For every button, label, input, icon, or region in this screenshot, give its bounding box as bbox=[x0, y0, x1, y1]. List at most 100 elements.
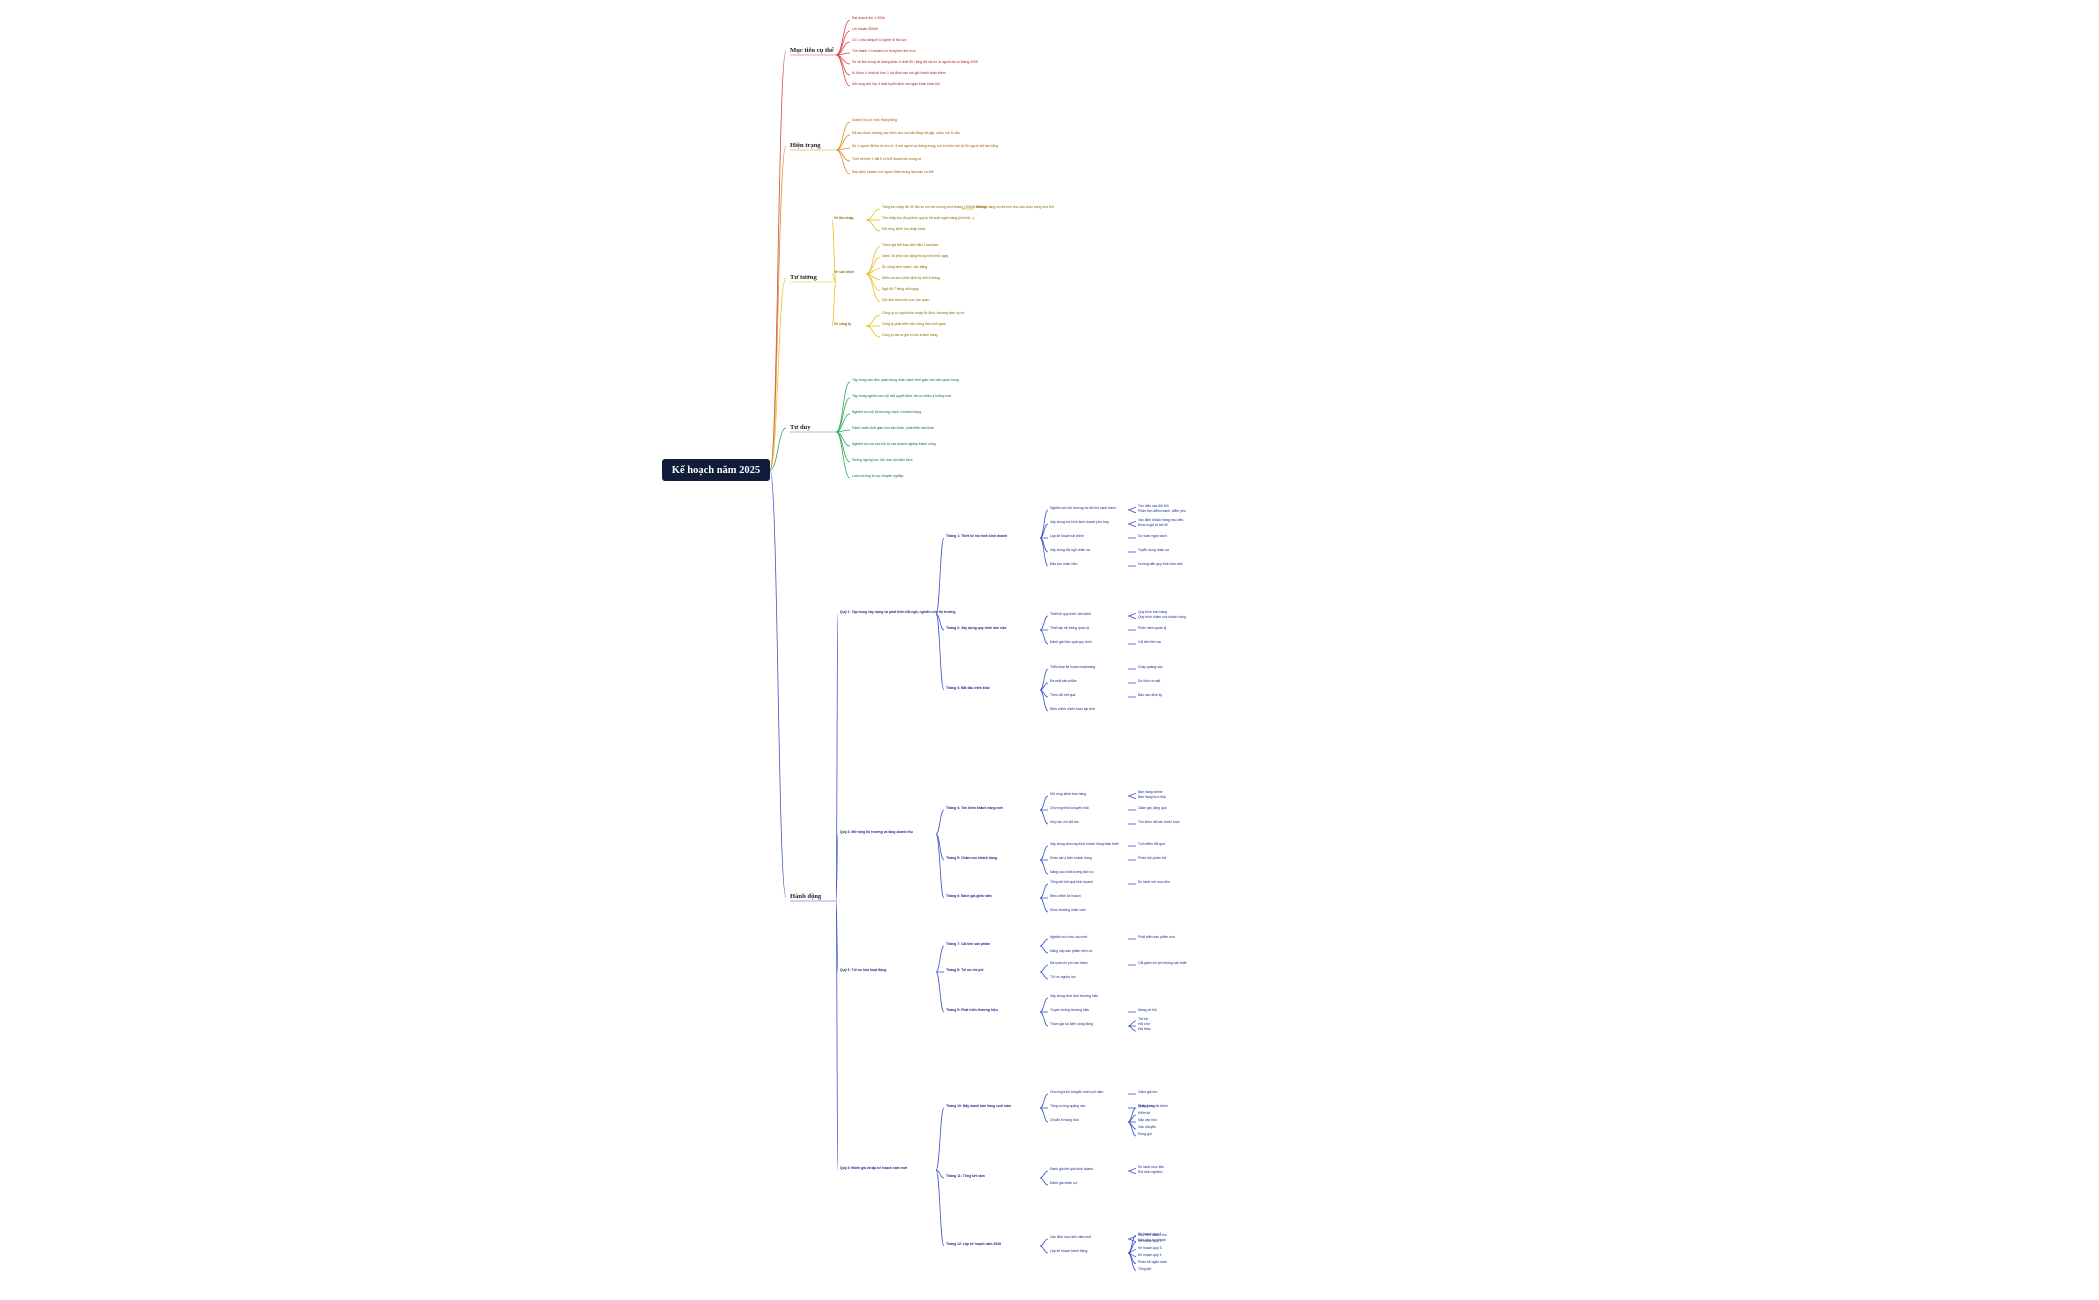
item-node[interactable]: Thiết lập hệ thống quản lý bbox=[1050, 626, 1090, 630]
sub-node[interactable]: Dự toán ngân sách bbox=[1138, 534, 1167, 538]
item-node[interactable]: Triển khai kế hoạch marketing bbox=[1050, 665, 1096, 669]
sub-node[interactable]: Quy trình chăm sóc khách hàng bbox=[1138, 614, 1186, 619]
quarter-node[interactable]: Quý 1: Tập trung xây dựng và phát triển … bbox=[840, 610, 956, 614]
item-node[interactable]: Đánh giá hiệu quả quy trình bbox=[1050, 640, 1092, 644]
sub-node[interactable]: Hội thảo bbox=[1138, 1027, 1151, 1031]
sub-node[interactable]: Phân tích phản hồi bbox=[1138, 856, 1167, 860]
month-node[interactable]: Tháng 5: Chăm sóc khách hàng bbox=[946, 856, 998, 860]
leaf-node[interactable]: Luôn hướng tới sự chuyên nghiệp bbox=[852, 474, 904, 478]
item-node[interactable]: Mở rộng kênh bán hàng bbox=[1050, 792, 1087, 796]
sub-node[interactable]: Cắt giảm chi phí không cần thiết bbox=[1138, 961, 1187, 965]
sub-node[interactable]: Mạng xã hội bbox=[1138, 1008, 1157, 1012]
sub-node[interactable]: Kế hoạch quý 2 bbox=[1138, 1238, 1162, 1243]
group-node[interactable]: Về thu nhập bbox=[834, 216, 854, 220]
leaf-node[interactable]: Mở rộng chỗ lớp ít nhất tuyển định mà ng… bbox=[852, 82, 940, 86]
sub-node[interactable]: Giảm giá lớn bbox=[1138, 1090, 1158, 1094]
item-node[interactable]: Đánh giá kết quả kinh doanh bbox=[1050, 1167, 1094, 1171]
leaf-node[interactable]: Đạt doanh thu 1.000tr bbox=[852, 16, 885, 20]
leaf-node[interactable]: Công ty có nguồn thu nhập ổn định, thươn… bbox=[882, 311, 965, 315]
sub-node[interactable]: Bán hàng trực tiếp bbox=[1138, 794, 1166, 799]
branch-hientrang[interactable]: Hiện trạng bbox=[790, 142, 821, 149]
item-node[interactable]: Truyền thông thương hiệu bbox=[1050, 1008, 1090, 1012]
item-node[interactable]: Lập kế hoạch hành động bbox=[1050, 1249, 1088, 1253]
item-node[interactable]: Xây dựng hình ảnh thương hiệu bbox=[1050, 994, 1099, 998]
leaf-node[interactable]: Kiểm tra sức khỏe định kỳ mỗi 6 tháng bbox=[882, 275, 940, 280]
quarter-node[interactable]: Quý 4: Đánh giá và lập kế hoạch năm mới bbox=[840, 1166, 908, 1170]
sub-node[interactable]: Kế hoạch quý 3 bbox=[1138, 1245, 1162, 1250]
sub-node[interactable]: Chạy quảng cáo bbox=[1138, 665, 1163, 669]
item-node[interactable]: Xây dựng đội ngũ nhân sự bbox=[1050, 548, 1091, 552]
item-node[interactable]: Hợp tác với đối tác bbox=[1050, 820, 1079, 824]
branch-tuduy[interactable]: Tư duy bbox=[790, 424, 811, 431]
sub-node[interactable]: Báo cáo định kỳ bbox=[1138, 693, 1163, 697]
sub-node[interactable]: Đưa ra giá trị cốt lõi bbox=[1138, 522, 1168, 527]
item-node[interactable]: Chương trình khuyến mãi bbox=[1050, 806, 1089, 810]
sub-node[interactable]: Tìm kiếm đối tác chiến lược bbox=[1138, 820, 1180, 824]
item-node[interactable]: Ra mắt sản phẩm bbox=[1050, 679, 1077, 683]
sub-node[interactable]: Hướng dẫn quy trình làm việc bbox=[1138, 562, 1183, 566]
item-node[interactable]: Nghiên cứu thị trường và đối thủ cạnh tr… bbox=[1050, 506, 1116, 510]
sub-node[interactable]: Mục tiêu lợi nhuận bbox=[1138, 1237, 1166, 1242]
item-node[interactable]: Điều chỉnh kế hoạch bbox=[1050, 894, 1081, 898]
month-node[interactable]: Tháng 3: Bắt đầu triển khai bbox=[946, 686, 990, 690]
item-node[interactable]: Theo dõi kết quả bbox=[1050, 693, 1076, 697]
sub-node[interactable]: Tổng kết bbox=[1138, 1266, 1152, 1271]
leaf-node[interactable]: Mở rộng kênh thu nhập khác bbox=[882, 227, 926, 231]
item-node[interactable]: Tổng kết kết quả kinh doanh bbox=[1050, 880, 1093, 884]
month-node[interactable]: Tháng 1: Thiết kế mô hình kinh doanh bbox=[946, 534, 1008, 538]
sub-node[interactable]: Quảng cáo đa kênh bbox=[1138, 1104, 1168, 1108]
group-node[interactable]: Về công ty bbox=[834, 322, 852, 326]
leaf-node[interactable]: Nghiên cứu và học hỏi từ các doanh nghiệ… bbox=[852, 442, 936, 446]
sub-node[interactable]: Phần mềm quản lý bbox=[1138, 626, 1167, 630]
item-node[interactable]: Đánh giá nhân sự bbox=[1050, 1181, 1077, 1185]
leaf-node[interactable]: Lợi nhuận 300tr/t bbox=[852, 27, 878, 31]
leaf-node[interactable]: Tìm thành 1 Leaders có trọng thứ thứ trự… bbox=[852, 49, 916, 53]
leaf-node[interactable]: Số 1 người đã thu tin lớn 3 / 4 mà người… bbox=[852, 144, 999, 148]
leaf-node[interactable]: Tham gia thể thao đều đặn 1 lần/tuần bbox=[882, 242, 939, 247]
leaf-node[interactable]: Đã tạo được hướng các thêm cho và mặt bằ… bbox=[852, 131, 961, 135]
item-node[interactable]: Tăng cường quảng cáo bbox=[1050, 1104, 1086, 1108]
sub-node[interactable]: Kế hoạch quý 1 bbox=[1138, 1231, 1162, 1236]
sub-node[interactable]: Tìm hiểu các đối thủ bbox=[1138, 503, 1169, 508]
sub-node[interactable]: So sánh mục tiêu bbox=[1138, 1164, 1165, 1169]
leaf-node[interactable]: Dành nhiều thời gian cho bản thân, phát … bbox=[852, 426, 935, 430]
month-node[interactable]: Tháng 2: Xây dựng quy trình làm việc bbox=[946, 626, 1007, 630]
root-node[interactable]: Kế hoạch năm 2025 bbox=[662, 459, 770, 481]
month-node[interactable]: Tháng 9: Phát triển thương hiệu bbox=[946, 1008, 998, 1012]
note-node[interactable]: Đủ khả năng chi trả mọi nhu cầu cuộc sốn… bbox=[976, 205, 1054, 209]
leaf-node[interactable]: Ăn uống lành mạnh, cân bằng bbox=[882, 264, 928, 269]
item-node[interactable]: Khen thưởng nhân viên bbox=[1050, 908, 1086, 912]
item-node[interactable]: Xác định mục tiêu năm mới bbox=[1050, 1235, 1092, 1239]
sub-node[interactable]: Đóng gói bbox=[1138, 1132, 1152, 1136]
leaf-node[interactable]: Đầu đậm Leader nơi người thêm trung làm … bbox=[852, 170, 934, 174]
leaf-node[interactable]: Nghiên cứu kỹ thị trường, hành vi khách … bbox=[852, 410, 921, 414]
sub-node[interactable]: Sắp xếp kho bbox=[1138, 1118, 1157, 1122]
sub-node[interactable]: Xác định khách hàng mục tiêu bbox=[1138, 517, 1184, 522]
branch-muctieu[interactable]: Mục tiêu cụ thể bbox=[790, 47, 834, 54]
item-node[interactable]: Lập kế hoạch tài chính bbox=[1050, 534, 1085, 538]
month-node[interactable]: Tháng 7: Cải tiến sản phẩm bbox=[946, 942, 991, 946]
month-node[interactable]: Tháng 11: Tổng kết năm bbox=[946, 1174, 985, 1178]
sub-node[interactable]: Phát triển sản phẩm mới bbox=[1138, 935, 1176, 939]
branch-tutuong[interactable]: Tư tưởng bbox=[790, 274, 817, 281]
sub-node[interactable]: Kiểm kê bbox=[1138, 1111, 1151, 1115]
sub-node[interactable]: Rút kinh nghiệm bbox=[1138, 1169, 1163, 1174]
leaf-node[interactable]: Số vệ tinh trong về tháng khác ít nhất 5… bbox=[852, 60, 978, 64]
month-node[interactable]: Tháng 8: Tối ưu chi phí bbox=[946, 968, 984, 972]
sub-node[interactable]: Cải tiến liên tục bbox=[1138, 640, 1162, 644]
sub-node[interactable]: Sự kiện ra mắt bbox=[1138, 679, 1161, 683]
leaf-node[interactable]: Giữ tinh thần tích cực, lạc quan bbox=[882, 297, 930, 302]
month-node[interactable]: Tháng 12: Lập kế hoạch năm 2026 bbox=[946, 1242, 1002, 1246]
sub-node[interactable]: Hội chợ bbox=[1138, 1022, 1150, 1026]
sub-node[interactable]: Quy trình bán hàng bbox=[1138, 609, 1168, 614]
item-node[interactable]: Thiết kế quy trình vận hành bbox=[1050, 612, 1092, 616]
leaf-node[interactable]: Ngủ đủ 7 tiếng mỗi ngày bbox=[882, 286, 919, 291]
leaf-node[interactable]: Dành 30 phút vận động trung bình mỗi ngà… bbox=[882, 253, 949, 258]
leaf-node[interactable]: Doanh thu có mức thông tăng bbox=[852, 118, 897, 122]
month-node[interactable]: Tháng 4: Tìm kiếm khách hàng mới bbox=[946, 806, 1003, 810]
item-node[interactable]: Tham gia sự kiện cộng đồng bbox=[1050, 1022, 1093, 1026]
item-node[interactable]: Đào tạo nhân viên bbox=[1050, 562, 1078, 566]
branch-hanhdong[interactable]: Hành động bbox=[790, 893, 822, 900]
item-node[interactable]: Xây dựng mô hình kinh doanh phù hợp bbox=[1050, 520, 1109, 524]
leaf-node[interactable]: Tập trung nghiên cứu kỹ mỗi quyết định, … bbox=[852, 394, 952, 398]
